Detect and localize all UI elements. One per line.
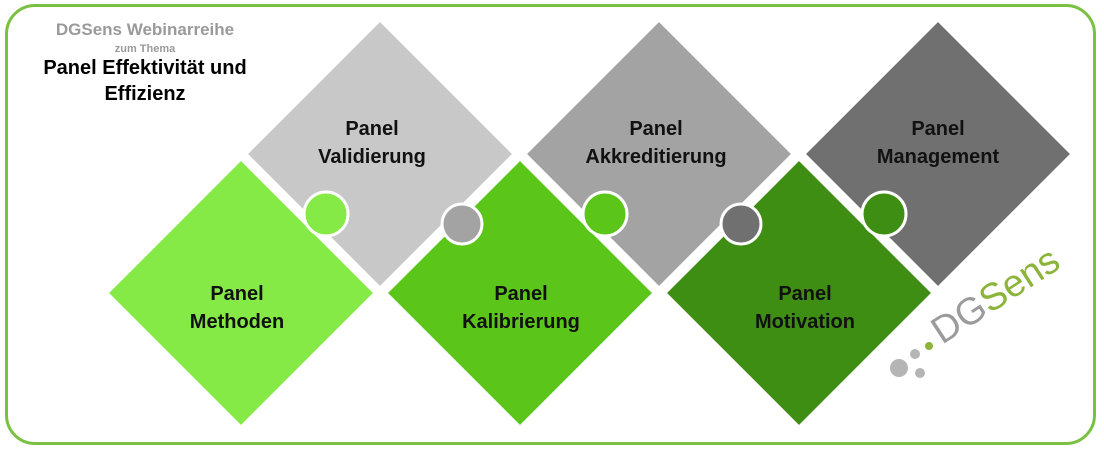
puzzle-knob-2 xyxy=(581,190,629,238)
puzzle-knob-5 xyxy=(719,202,763,246)
label-validierung-line2: Validierung xyxy=(318,146,426,168)
label-kalibrierung-line2: Kalibrierung xyxy=(462,311,580,333)
topic-label: zum Thema xyxy=(114,43,176,55)
logo-dot-large xyxy=(890,359,908,377)
label-methoden-line1: Panel xyxy=(210,283,263,305)
logo-dot-medium xyxy=(915,368,925,378)
label-akkreditierung-line1: Panel xyxy=(629,118,682,140)
header-block: DGSens Webinarreihe zum Thema Panel Effe… xyxy=(20,20,270,107)
label-akkreditierung-line2: Akkreditierung xyxy=(585,146,726,168)
logo-dot-small-top xyxy=(910,349,920,359)
series-title: DGSens Webinarreihe xyxy=(55,20,235,39)
outer-frame xyxy=(5,4,1096,445)
label-management-line2: Management xyxy=(877,146,1000,168)
puzzle-knob-1 xyxy=(302,190,350,238)
label-kalibrierung-line1: Panel xyxy=(494,283,547,305)
label-management-line1: Panel xyxy=(911,118,964,140)
topic-title-line1: Panel Effektivität und xyxy=(43,57,247,79)
label-validierung-line1: Panel xyxy=(345,118,398,140)
label-motivation-line1: Panel xyxy=(778,283,831,305)
puzzle-knob-3 xyxy=(860,190,908,238)
logo-text-sens: Sens xyxy=(972,239,1068,321)
logo-dot-green xyxy=(925,342,933,350)
label-motivation-line2: Motivation xyxy=(755,311,855,333)
label-methoden-line2: Methoden xyxy=(190,311,284,333)
topic-title-line2: Effizienz xyxy=(104,83,186,105)
puzzle-knob-4 xyxy=(440,202,484,246)
